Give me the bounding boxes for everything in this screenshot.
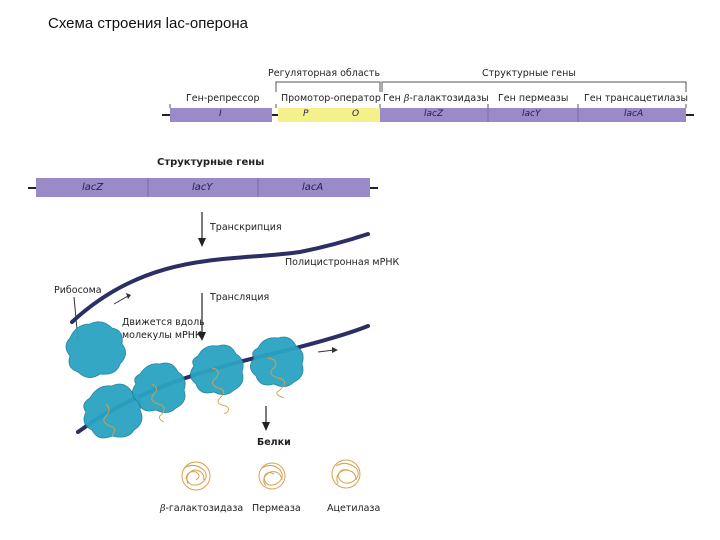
lacZ-label: lacZ [82, 182, 104, 193]
page-title: Схема строения lac-оперона [48, 15, 248, 32]
lacA-label: lacA [302, 182, 324, 193]
gene-repressor-label: Ген-репрессор [186, 93, 260, 104]
proteins-label: Белки [257, 437, 291, 448]
structural-genes-heading: Структурные гены [157, 157, 265, 168]
ribosome [250, 336, 304, 387]
galactosidase-label: β-галактозидаза [160, 503, 244, 514]
protein-coil-galactosidase [181, 461, 211, 491]
segment-O-label: O [352, 109, 360, 119]
ribosome-label: Рибосома [54, 285, 102, 296]
segment-lacA-label: lacA [624, 109, 644, 119]
promoter-operator-segment [278, 108, 380, 122]
segment-lacY-label: lacY [522, 109, 541, 119]
moves-along-label-1: Движется вдоль [122, 317, 205, 328]
gene-transacetylase-label: Ген трансацетилазы [584, 93, 688, 104]
ribosome [65, 321, 126, 378]
ribosome [132, 362, 186, 413]
beta-symbol: β [403, 93, 410, 104]
mrna-label: Полицистронная мРНК [285, 257, 400, 268]
promoter-operator-label: Промотор-оператор [281, 93, 381, 104]
structural-genes-bar [36, 178, 370, 197]
structural-bracket [381, 81, 687, 92]
acetylase-label: Ацетилаза [327, 503, 381, 514]
structural-region-label: Структурные гены [482, 68, 576, 79]
beta-symbol: β [160, 503, 166, 514]
regulatory-bracket [275, 81, 381, 92]
gene-galactosidase-label: Ген β-галактозидазы [383, 93, 489, 104]
segment-P-label: P [303, 109, 309, 119]
move-arrow-2 [317, 349, 335, 353]
nascent-protein-chains [103, 357, 285, 437]
mrna-curve-1 [70, 232, 370, 324]
segment-I-label: I [219, 109, 222, 119]
permease-label: Пермеаза [252, 503, 301, 514]
segment-lacZ-label: lacZ [424, 109, 444, 119]
ribosome [83, 383, 143, 439]
transcription-label: Транскрипция [210, 222, 282, 233]
region-brackets [169, 81, 687, 108]
move-arrow-1 [113, 295, 129, 305]
moves-along-label-2: молекулы мРНК [122, 330, 202, 341]
regulatory-region-label: Регуляторная область [268, 68, 381, 79]
gene-I-segment [170, 108, 272, 122]
protein-coil-acetylase [331, 459, 361, 489]
structural-segment [380, 108, 686, 122]
gene-permease-label: Ген пермеазы [498, 93, 569, 104]
lacY-label: lacY [192, 182, 213, 193]
protein-coil-permease [258, 462, 286, 490]
translation-label: Трансляция [210, 292, 270, 303]
